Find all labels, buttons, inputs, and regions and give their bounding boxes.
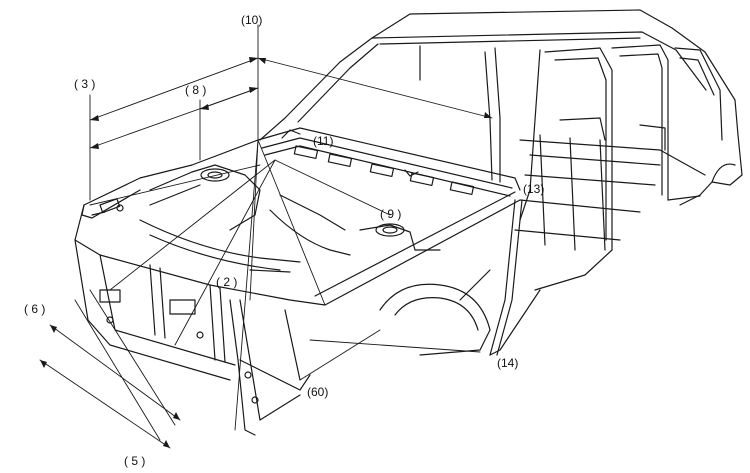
measurement-lines: [39, 24, 493, 449]
strut-tower-left: [149, 164, 261, 231]
label-9: ( 9 ): [380, 207, 402, 221]
hood-frame: [74, 139, 521, 306]
rocker-panel: [459, 199, 541, 356]
label-10: (10): [241, 13, 263, 27]
arrowheads: [40, 57, 492, 448]
label-5: ( 5 ): [124, 454, 146, 468]
floor-pan: [514, 117, 706, 251]
label-8: ( 8 ): [185, 83, 207, 97]
strut-tower-right: [359, 223, 441, 251]
windshield-frame: [259, 37, 501, 183]
label-60: (60): [307, 385, 329, 399]
door-openings: [519, 44, 723, 291]
engine-bay: [139, 194, 351, 273]
label-13: (13): [523, 182, 545, 196]
rear-quarter: [667, 134, 743, 206]
radiator-support: [74, 239, 236, 381]
label-3: ( 3 ): [74, 77, 96, 91]
wheelhouse: [379, 283, 491, 356]
front-side-member: [229, 299, 311, 436]
label-14: (14): [497, 356, 519, 370]
label-11: (11): [313, 134, 334, 148]
label-6: ( 6 ): [24, 302, 46, 316]
roof: [371, 9, 739, 136]
cowl-panel: [257, 127, 521, 197]
label-2: ( 2 ): [216, 275, 238, 289]
